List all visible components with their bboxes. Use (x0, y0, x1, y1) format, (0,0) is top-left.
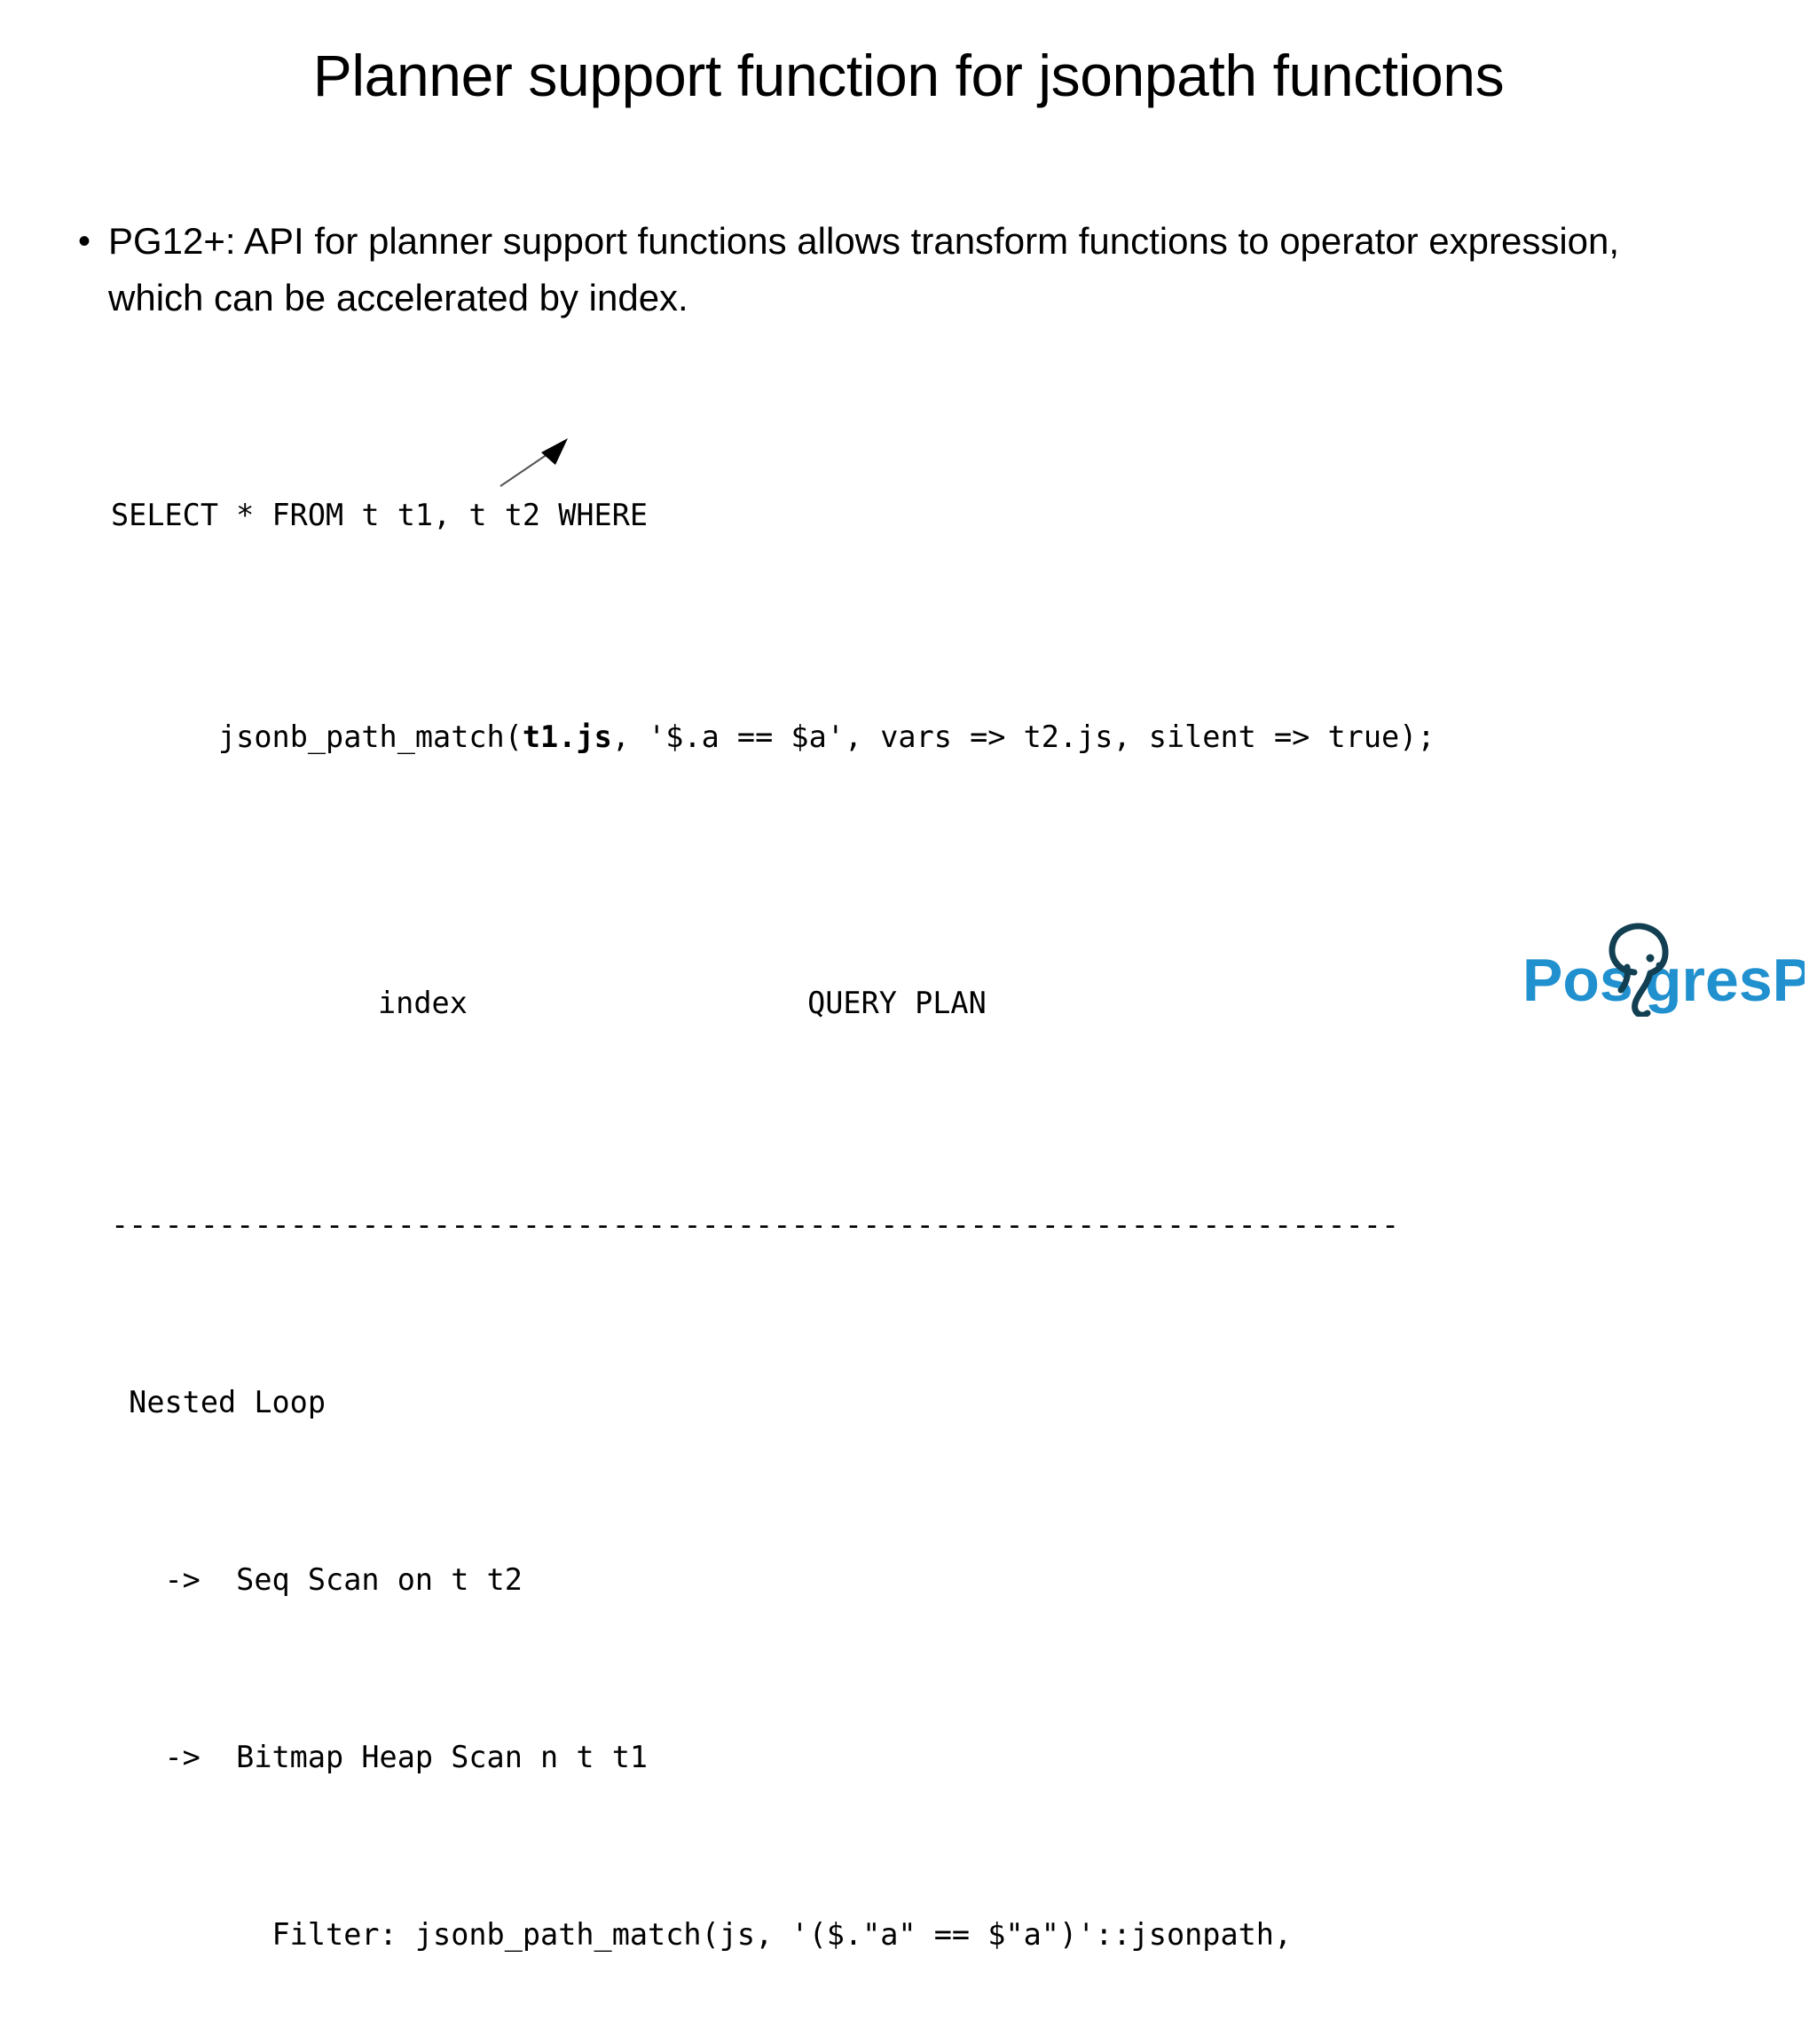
plan-filter-line: Filter: jsonb_path_match(js, '($."a" == … (111, 1917, 1293, 1952)
plan-header-row: index QUERY PLAN (111, 937, 1779, 1070)
plan-header-label: QUERY PLAN (807, 986, 987, 1020)
plan-node-seq-scan: -> Seq Scan on t t2 (111, 1562, 523, 1597)
sql-func-call-suffix: , '$.a == $a', vars => t2.js, silent => … (611, 719, 1436, 754)
sql-query-line-2: jsonb_path_match(t1.js, '$.a == $a', var… (111, 671, 1779, 804)
postgrespro-logo: Pos gresPro (1522, 923, 1805, 1017)
plan-header-spacer (468, 986, 807, 1020)
elephant-mascot-icon (1609, 923, 1669, 1017)
plan-separator-rule: ----------------------------------------… (111, 1207, 1400, 1242)
plan-node-nested-loop: Nested Loop (111, 1385, 326, 1419)
sql-func-call-prefix: jsonb_path_match( (218, 719, 523, 754)
bullet-marker-icon: • (78, 222, 91, 261)
bullet-text: PG12+: API for planner support functions… (108, 220, 1620, 318)
page-title: Planner support function for jsonpath fu… (312, 43, 1505, 108)
svg-text:gresPro: gresPro (1645, 947, 1805, 1014)
elephant-nostril-icon (1656, 962, 1663, 969)
bullet-list: • PG12+: API for planner support functio… (78, 213, 1719, 326)
plan-node-bitmap-heap-scan: -> Bitmap Heap Scan n t t1 (111, 1740, 649, 1774)
annotation-indent: index (378, 986, 468, 1020)
elephant-eye-icon (1646, 954, 1655, 963)
list-item: • PG12+: API for planner support functio… (78, 213, 1719, 326)
sql-query-line-1: SELECT * FROM t t1, t t2 WHERE (111, 498, 649, 532)
slide-canvas: Planner support function for jsonpath fu… (78, 43, 1805, 1952)
svg-text:Pos: Pos (1522, 947, 1633, 1014)
code-block: SELECT * FROM t t1, t t2 WHERE jsonb_pat… (111, 360, 1779, 2044)
sql-highlight-t1-js: t1.js (522, 719, 612, 754)
